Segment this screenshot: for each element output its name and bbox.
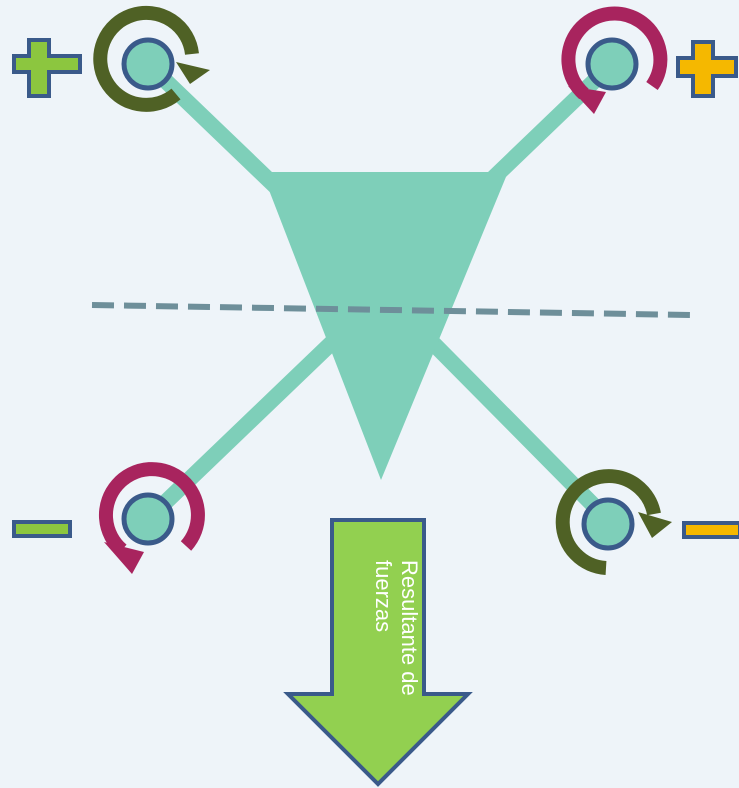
motor-rear-right: [555, 469, 672, 575]
balance-axis-dashed-line: [91, 302, 691, 318]
motor-icon: [121, 492, 175, 546]
resultant-force-arrow: [283, 518, 473, 787]
rotation-clockwise-icon: [555, 469, 661, 575]
rotation-arrowhead-icon: [176, 62, 210, 84]
drone-body: [262, 172, 508, 480]
rotation-counterclockwise-icon: [98, 462, 205, 556]
rotation-clockwise-icon: [93, 5, 199, 112]
motor-icon: [581, 497, 635, 551]
resultant-force-label: Resultante de fuerzas: [371, 560, 422, 696]
minus-yellow-icon: [682, 521, 739, 539]
plus-green-icon: [12, 38, 82, 98]
minus-green-icon: [12, 520, 72, 538]
motor-front-left: [93, 5, 210, 112]
motor-rear-left: [98, 462, 205, 574]
motor-icon: [585, 37, 639, 91]
rotation-counterclockwise-icon: [561, 6, 668, 100]
rotation-arrowhead-icon: [104, 542, 144, 574]
rotation-arrowhead-icon: [568, 86, 606, 114]
motor-front-right: [561, 6, 668, 114]
rotation-arrowhead-icon: [638, 512, 672, 538]
arm-rear-left: [140, 322, 353, 527]
plus-yellow-icon: [676, 40, 738, 98]
motor-icon: [121, 37, 175, 91]
